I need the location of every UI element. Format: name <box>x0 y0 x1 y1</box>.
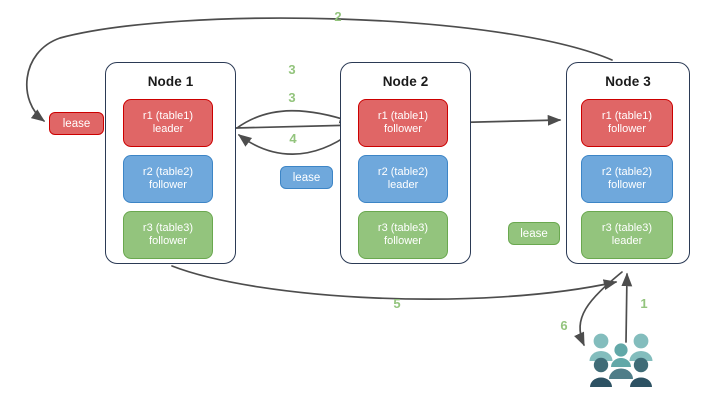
lease-badge-blue[interactable]: lease <box>280 166 333 189</box>
replica-role: follower <box>608 123 646 135</box>
replica-name: r2 (table2) <box>377 165 429 178</box>
replica-role: follower <box>384 235 422 247</box>
node-title: Node 2 <box>382 74 429 89</box>
step-label-3-upper: 3 <box>284 62 300 77</box>
replica-box-r2[interactable]: r2 (table2) leader <box>358 155 448 203</box>
replica-role: follower <box>149 235 187 247</box>
edge-5-node1-to-node3 <box>171 265 618 300</box>
lease-badge-green[interactable]: lease <box>508 222 560 245</box>
replica-name: r3 (table3) <box>377 221 429 234</box>
replica-box-r2[interactable]: r2 (table2) follower <box>123 155 213 203</box>
users-icon-svg <box>589 333 653 387</box>
replica-box-r3[interactable]: r3 (table3) follower <box>123 211 213 259</box>
node-title: Node 3 <box>605 74 651 89</box>
users-front-row <box>593 357 649 373</box>
users-back-center <box>611 343 631 367</box>
lease-badge-red[interactable]: lease <box>49 112 104 135</box>
lease-label: lease <box>520 227 548 240</box>
users-group-icon <box>588 332 656 388</box>
replica-name: r1 (table1) <box>601 109 653 122</box>
step-label-3-lower: 3 <box>284 90 300 105</box>
replica-name: r2 (table2) <box>601 165 653 178</box>
step-text: 3 <box>288 62 296 77</box>
replica-name: r1 (table1) <box>142 109 194 122</box>
replica-box-r2[interactable]: r2 (table2) follower <box>581 155 673 203</box>
node-card-1[interactable]: Node 1 r1 (table1) leader r2 (table2) fo… <box>105 62 236 264</box>
edge-3-node1-to-node2 <box>236 109 354 129</box>
replica-box-r1[interactable]: r1 (table1) follower <box>581 99 673 147</box>
step-label-4: 4 <box>285 131 301 146</box>
step-label-5: 5 <box>389 296 405 311</box>
replica-box-r3[interactable]: r3 (table3) follower <box>358 211 448 259</box>
replica-role: follower <box>149 179 187 191</box>
replica-role: leader <box>387 179 419 191</box>
lease-label: lease <box>62 117 91 130</box>
node-card-2[interactable]: Node 2 r1 (table1) follower r2 (table2) … <box>340 62 471 264</box>
replica-role: leader <box>611 235 643 247</box>
replica-role: follower <box>608 179 646 191</box>
step-label-6: 6 <box>556 318 572 333</box>
step-label-2: 2 <box>330 9 346 24</box>
node-card-3[interactable]: Node 3 r1 (table1) follower r2 (table2) … <box>566 62 690 264</box>
replica-role: follower <box>384 123 422 135</box>
step-text: 4 <box>289 131 297 146</box>
replica-name: r3 (table3) <box>142 221 194 234</box>
replica-name: r1 (table1) <box>377 109 429 122</box>
step-text: 6 <box>560 318 568 333</box>
lease-label: lease <box>292 171 321 184</box>
replica-box-r1[interactable]: r1 (table1) leader <box>123 99 213 147</box>
replica-role: leader <box>152 123 184 135</box>
users-front-center <box>609 361 633 379</box>
step-text: 1 <box>640 296 648 311</box>
step-label-1: 1 <box>636 296 652 311</box>
step-text: 3 <box>288 90 296 105</box>
replica-box-r3[interactable]: r3 (table3) leader <box>581 211 673 259</box>
replica-box-r1[interactable]: r1 (table1) follower <box>358 99 448 147</box>
replica-name: r3 (table3) <box>601 221 653 234</box>
step-text: 2 <box>334 9 342 24</box>
step-text: 5 <box>393 296 401 311</box>
replica-name: r2 (table2) <box>142 165 194 178</box>
users-front-row-bodies <box>590 377 652 387</box>
node-title: Node 1 <box>147 74 194 89</box>
